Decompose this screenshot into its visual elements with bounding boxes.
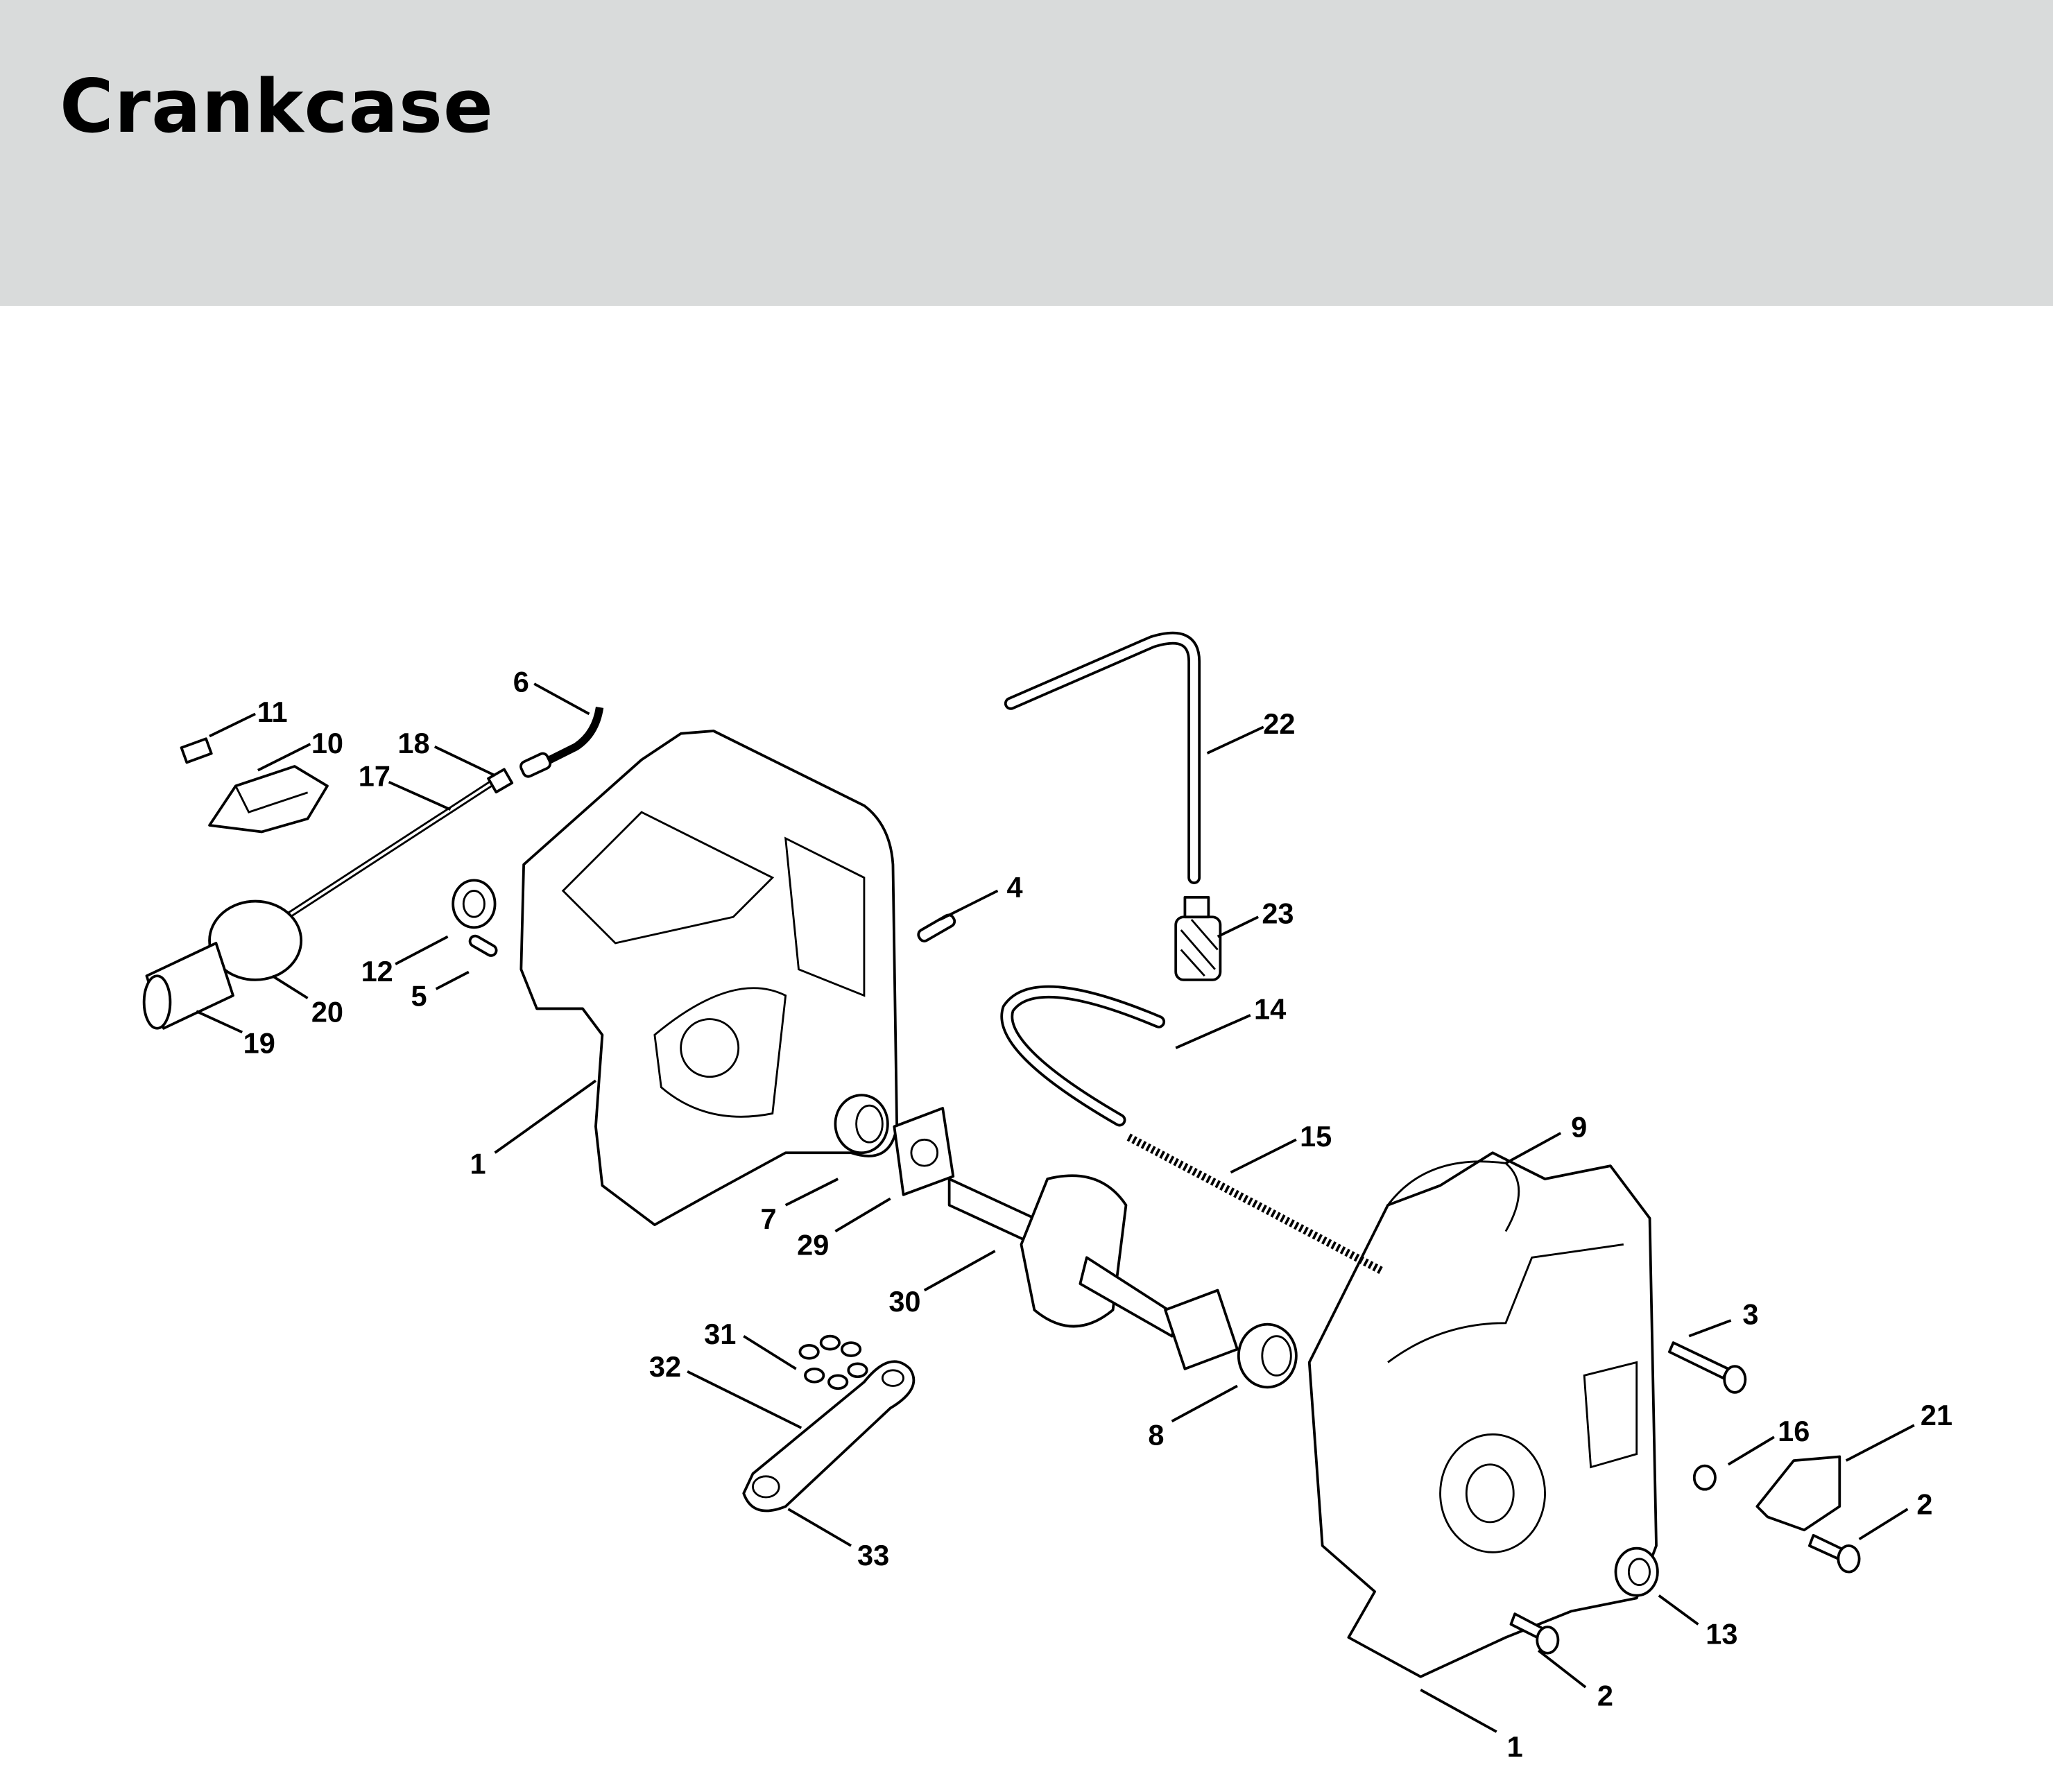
fitting[interactable] bbox=[519, 707, 604, 778]
leader-line bbox=[1505, 1132, 1562, 1164]
callout-label[interactable]: 29 bbox=[797, 1229, 829, 1261]
leader-line bbox=[1658, 1594, 1699, 1626]
leader-line bbox=[1420, 1689, 1497, 1733]
leader-line bbox=[939, 889, 999, 921]
leader-line bbox=[687, 1370, 802, 1429]
leader-line bbox=[433, 745, 496, 777]
leader-line bbox=[1845, 1424, 1915, 1462]
needle-bearing[interactable] bbox=[834, 1094, 889, 1155]
callout-label[interactable]: 1 bbox=[1507, 1730, 1523, 1763]
needle-cage[interactable] bbox=[798, 1334, 868, 1390]
screw[interactable] bbox=[1807, 1533, 1861, 1574]
leader-line bbox=[1230, 1138, 1297, 1174]
leader-line bbox=[395, 935, 449, 965]
callout-label[interactable]: 21 bbox=[1921, 1399, 1952, 1431]
crankshaft[interactable] bbox=[947, 1174, 1239, 1370]
screw[interactable] bbox=[1668, 1341, 1747, 1394]
callout-label[interactable]: 13 bbox=[1706, 1618, 1737, 1651]
page-header: Crankcase bbox=[0, 0, 2053, 306]
callout-label[interactable]: 18 bbox=[397, 727, 429, 759]
leader-line bbox=[209, 712, 256, 738]
callout-label[interactable]: 12 bbox=[361, 955, 393, 988]
callout-label[interactable]: 3 bbox=[1742, 1298, 1758, 1331]
leader-line bbox=[1727, 1436, 1775, 1466]
leader-line bbox=[787, 1508, 852, 1547]
callout-label[interactable]: 23 bbox=[1262, 897, 1294, 930]
screw[interactable] bbox=[180, 737, 213, 764]
leader-line bbox=[1217, 915, 1259, 938]
oil-seal[interactable] bbox=[452, 879, 497, 929]
leader-line bbox=[1688, 1319, 1732, 1338]
leader-line bbox=[257, 743, 311, 772]
callout-label[interactable]: 32 bbox=[649, 1350, 681, 1383]
pin[interactable] bbox=[916, 913, 956, 943]
callout-label[interactable]: 17 bbox=[359, 759, 390, 792]
callout-label[interactable]: 7 bbox=[761, 1203, 777, 1235]
leader-line bbox=[1858, 1508, 1909, 1541]
cover-plate[interactable] bbox=[1755, 1455, 1841, 1532]
callout-label[interactable]: 15 bbox=[1300, 1120, 1332, 1153]
leader-line bbox=[533, 682, 590, 716]
fuel-hose[interactable] bbox=[1004, 631, 1201, 884]
callout-label[interactable]: 19 bbox=[243, 1027, 275, 1060]
shim[interactable] bbox=[893, 1107, 955, 1196]
callout-label[interactable]: 14 bbox=[1254, 993, 1286, 1026]
callout-label[interactable]: 16 bbox=[1778, 1415, 1810, 1447]
leader-line bbox=[1175, 1014, 1251, 1049]
callout-label[interactable]: 10 bbox=[311, 727, 343, 759]
callout-label[interactable]: 31 bbox=[704, 1318, 736, 1350]
oil-hose[interactable] bbox=[1003, 988, 1163, 1124]
callout-label[interactable]: 4 bbox=[1006, 871, 1022, 904]
callout-label[interactable]: 33 bbox=[857, 1539, 889, 1571]
callout-label[interactable]: 5 bbox=[411, 980, 427, 1013]
callout-label[interactable]: 20 bbox=[311, 995, 343, 1028]
leader-line bbox=[743, 1335, 797, 1370]
plug[interactable] bbox=[1692, 1464, 1717, 1491]
connecting-rod[interactable] bbox=[742, 1360, 916, 1513]
oil-seal[interactable] bbox=[1614, 1547, 1659, 1597]
leader-line bbox=[1171, 1384, 1238, 1423]
crankcase-left-half[interactable] bbox=[519, 730, 898, 1226]
callout-label[interactable]: 1 bbox=[470, 1147, 486, 1180]
leader-line bbox=[784, 1178, 839, 1207]
callout-label[interactable]: 22 bbox=[1263, 707, 1295, 740]
fuel-pickup[interactable] bbox=[1174, 895, 1222, 981]
callout-label[interactable]: 6 bbox=[513, 665, 529, 698]
pin[interactable] bbox=[468, 934, 499, 958]
leader-line bbox=[834, 1197, 891, 1233]
leader-line bbox=[1206, 725, 1264, 755]
needle-bearing[interactable] bbox=[1237, 1323, 1298, 1389]
oil-pickup-assembly[interactable] bbox=[142, 768, 514, 1030]
spring bbox=[1126, 1133, 1384, 1275]
crankcase-right-half[interactable] bbox=[1307, 1151, 1658, 1678]
callout-label[interactable]: 2 bbox=[1916, 1488, 1932, 1521]
bracket[interactable] bbox=[208, 765, 329, 834]
callout-label[interactable]: 11 bbox=[257, 696, 288, 728]
callout-label[interactable]: 2 bbox=[1597, 1679, 1613, 1712]
callout-label[interactable]: 8 bbox=[1148, 1418, 1164, 1451]
leader-line bbox=[923, 1250, 996, 1292]
leader-line bbox=[435, 970, 470, 990]
leader-line bbox=[388, 780, 452, 811]
leader-line bbox=[1537, 1649, 1587, 1689]
callout-label[interactable]: 9 bbox=[1571, 1111, 1587, 1144]
leader-line bbox=[271, 974, 309, 999]
leader-line bbox=[196, 1010, 243, 1034]
leader-line bbox=[494, 1079, 597, 1154]
gasket bbox=[1386, 1160, 1520, 1232]
screw[interactable] bbox=[1509, 1612, 1560, 1655]
callout-label[interactable]: 30 bbox=[888, 1285, 920, 1318]
page-title: Crankcase bbox=[60, 64, 494, 149]
